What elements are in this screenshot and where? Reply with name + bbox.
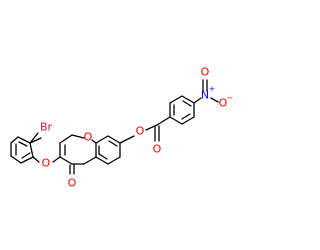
bond (17, 136, 31, 144)
double-bond-inner (182, 100, 192, 107)
bond (29, 142, 34, 158)
molecule-canvas: Br O O O O O N + O O − (10, 66, 233, 190)
nitrogen-charge: + (209, 85, 216, 94)
nitro-oxide-label: O (219, 97, 228, 110)
bond-n-o (210, 97, 219, 103)
double-bond-inner (108, 140, 118, 147)
bond (59, 156, 73, 165)
bond (95, 135, 109, 144)
bond (107, 156, 121, 165)
bond-c-n (193, 97, 202, 104)
bond (83, 156, 97, 165)
ester-carbonyl-oxygen-label: O (153, 143, 162, 156)
bond (169, 116, 183, 125)
bond (181, 116, 195, 125)
double-bond-inner (18, 141, 28, 147)
bond (59, 134, 73, 144)
nitrophenyl-ring (169, 95, 195, 125)
bond (107, 135, 121, 144)
bond (29, 137, 42, 144)
double-bond-inner (21, 152, 31, 159)
pyranone-ring (59, 134, 97, 165)
bond (95, 156, 109, 165)
ether-oxygen-label: O (42, 157, 51, 170)
ring-oxygen-label: O (84, 131, 93, 144)
bond-o-c3 (52, 156, 61, 163)
bond (20, 156, 34, 164)
double-bond-inner (181, 113, 191, 120)
bond-o-ring-c (91, 139, 97, 144)
benzo-ring (95, 135, 121, 165)
bromine-label: Br (40, 121, 53, 134)
bond (181, 95, 195, 104)
nitro-oxygen-label: O (201, 66, 210, 79)
bond-c-br (29, 132, 39, 144)
ester-oxygen-label: O (136, 125, 145, 138)
atom-labels: Br O O O O O N + O O − (40, 66, 233, 190)
ketone-oxygen-label: O (68, 177, 77, 190)
bond (10, 155, 22, 164)
bond (169, 95, 183, 104)
bromophenyl-ring (10, 136, 42, 164)
nitro-oxide-charge: − (227, 94, 234, 103)
nitrogen-label: N (201, 89, 209, 102)
bond-c7-o (119, 135, 135, 144)
bond-c-o-ring (71, 134, 85, 139)
bond (10, 136, 19, 144)
bond-carbonyl-aryl (156, 116, 171, 126)
structure-diagram: Br O O O O O N + O O − (10, 66, 233, 190)
bond-aryl-o (32, 156, 40, 163)
double-bond-inner (98, 153, 108, 160)
